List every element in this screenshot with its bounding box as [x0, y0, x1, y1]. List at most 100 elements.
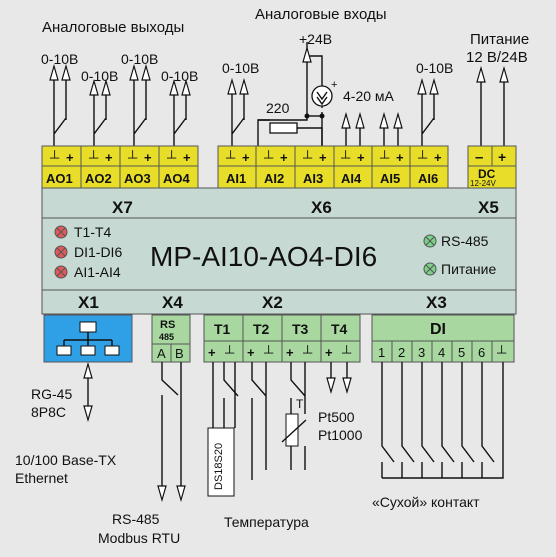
temperature-leads — [207, 362, 352, 497]
t2-minus: ┴ — [263, 345, 274, 360]
t4-label: T4 — [331, 321, 348, 337]
x1-ethernet-port — [43, 314, 133, 363]
t1-label: T1 — [214, 321, 231, 337]
x6-pin-plus-4: + — [357, 150, 365, 165]
x6-pin-plus-5: + — [396, 150, 404, 165]
ds18s20-label: DS18S20 — [213, 443, 225, 490]
t3-minus: ┴ — [302, 345, 313, 360]
power-voltage-label: 12 В/24В — [466, 49, 528, 66]
t4-plus: + — [325, 345, 333, 360]
ai4-label: AI4 — [341, 171, 362, 186]
x3-label: X3 — [426, 293, 447, 312]
x4-label: X4 — [162, 293, 183, 312]
rs485-lead — [157, 362, 186, 503]
led-ai1-ai4: AI1-AI4 — [74, 264, 121, 280]
dc-minus-pin: – — [475, 149, 483, 166]
ethernet-label-2: Ethernet — [15, 470, 68, 486]
modbus-label: Modbus RTU — [98, 530, 180, 546]
x6-pin-minus-3: ┴ — [302, 150, 313, 165]
analog-outputs-label: Аналоговые выходы — [42, 19, 184, 36]
ao2-range-label: 0-10В — [81, 68, 118, 84]
x6-terminals: ┴ + ┴ + ┴ + ┴ + ┴ + ┴ + AI1 AI2 AI3 AI4 … — [225, 150, 442, 186]
ai6-label: AI6 — [418, 171, 438, 186]
dc-range-label: 12-24V — [470, 179, 496, 188]
ai5-label: AI5 — [380, 171, 400, 186]
right-indicators — [423, 234, 437, 276]
x7-pin-minus-2: ┴ — [88, 150, 99, 165]
plus24-label: +24В — [299, 31, 332, 47]
x7-connector — [41, 145, 199, 189]
x5-terminals: – + DC 12-24V — [470, 149, 506, 188]
di-pin-5: 5 — [458, 345, 465, 360]
t2-plus: + — [247, 345, 255, 360]
pt500-label: Pt500 — [318, 409, 355, 425]
temperature-label: Температура — [224, 514, 309, 530]
x6-pin-minus-6: ┴ — [417, 150, 428, 165]
t3-plus: + — [286, 345, 294, 360]
x6-pin-minus-5: ┴ — [379, 150, 390, 165]
power-wiring — [476, 65, 509, 148]
rg45-label: RG-45 — [31, 386, 72, 402]
x6-pin-minus-1: ┴ — [225, 150, 236, 165]
rs-b-terminal: B — [175, 346, 184, 361]
ai1-range-label: 0-10В — [222, 60, 259, 76]
x7-pin-plus-3: + — [144, 150, 152, 165]
x6-pin-plus-1: + — [242, 150, 250, 165]
rs485-label: RS-485 — [112, 511, 160, 527]
x5-label: X5 — [478, 198, 499, 217]
dry-contact-leads — [381, 362, 504, 479]
rs485-head-2: 485 — [159, 332, 174, 342]
t1-minus: ┴ — [224, 345, 235, 360]
ao4-label: AO4 — [163, 171, 191, 186]
led-di1-di6: DI1-DI6 — [74, 244, 122, 260]
8p8c-label: 8P8C — [31, 404, 66, 420]
x7-pin-minus-4: ┴ — [166, 150, 177, 165]
led-power: Питание — [441, 261, 496, 277]
ao1-label: AO1 — [46, 171, 73, 186]
analog-inputs-label: Аналоговые входы — [255, 6, 386, 23]
pt1000-label: Pt1000 — [318, 427, 363, 443]
x7-pin-plus-2: + — [105, 150, 113, 165]
ai2-label: AI2 — [264, 171, 284, 186]
resistor-label: 220 — [266, 100, 290, 116]
t1-plus: + — [208, 345, 216, 360]
di-pin-4: 4 — [438, 345, 445, 360]
device-model: MP-AI10-AO4-DI6 — [150, 241, 377, 272]
di-head: DI — [430, 321, 446, 338]
x6-connector — [217, 145, 449, 189]
svg-text:+: + — [331, 79, 337, 91]
ai-wiring: + — [227, 42, 439, 148]
x6-label: X6 — [311, 198, 332, 217]
lower-band — [41, 289, 517, 315]
x2-label: X2 — [262, 293, 283, 312]
x7-pin-plus-1: + — [66, 150, 74, 165]
di-pin-2: 2 — [398, 345, 405, 360]
x1-label: X1 — [78, 293, 99, 312]
x7-terminals: ┴ + ┴ + ┴ + ┴ + AO1 AO2 AO3 AO4 — [46, 150, 191, 186]
x2-terminals: T1 T2 T3 T4 + ┴ + ┴ + ┴ + ┴ — [208, 321, 352, 360]
di-pin-1: 1 — [378, 345, 385, 360]
x6-pin-plus-2: + — [280, 150, 288, 165]
di-pin-gnd: ┴ — [496, 345, 507, 360]
led-rs485: RS-485 — [441, 233, 489, 249]
x7-pin-minus-1: ┴ — [49, 150, 60, 165]
x6-pin-minus-4: ┴ — [340, 150, 351, 165]
rs-a-terminal: A — [157, 346, 166, 361]
ai1-label: AI1 — [226, 171, 246, 186]
di-pin-6: 6 — [478, 345, 485, 360]
t4-minus: ┴ — [341, 345, 352, 360]
x6-pin-minus-2: ┴ — [263, 150, 274, 165]
di-pin-3: 3 — [418, 345, 425, 360]
x7-pin-plus-4: + — [183, 150, 191, 165]
x6-pin-plus-3: + — [319, 150, 327, 165]
dc-plus-pin: + — [498, 149, 506, 165]
ao3-label: AO3 — [124, 171, 151, 186]
ai6-range-label: 0-10В — [416, 60, 453, 76]
dc-label: DC — [478, 167, 496, 181]
ethernet-label-1: 10/100 Base-TX — [15, 452, 117, 468]
x6-pin-plus-6: + — [434, 150, 442, 165]
rs485-head-1: RS — [160, 319, 175, 331]
ai3-label: AI3 — [303, 171, 323, 186]
